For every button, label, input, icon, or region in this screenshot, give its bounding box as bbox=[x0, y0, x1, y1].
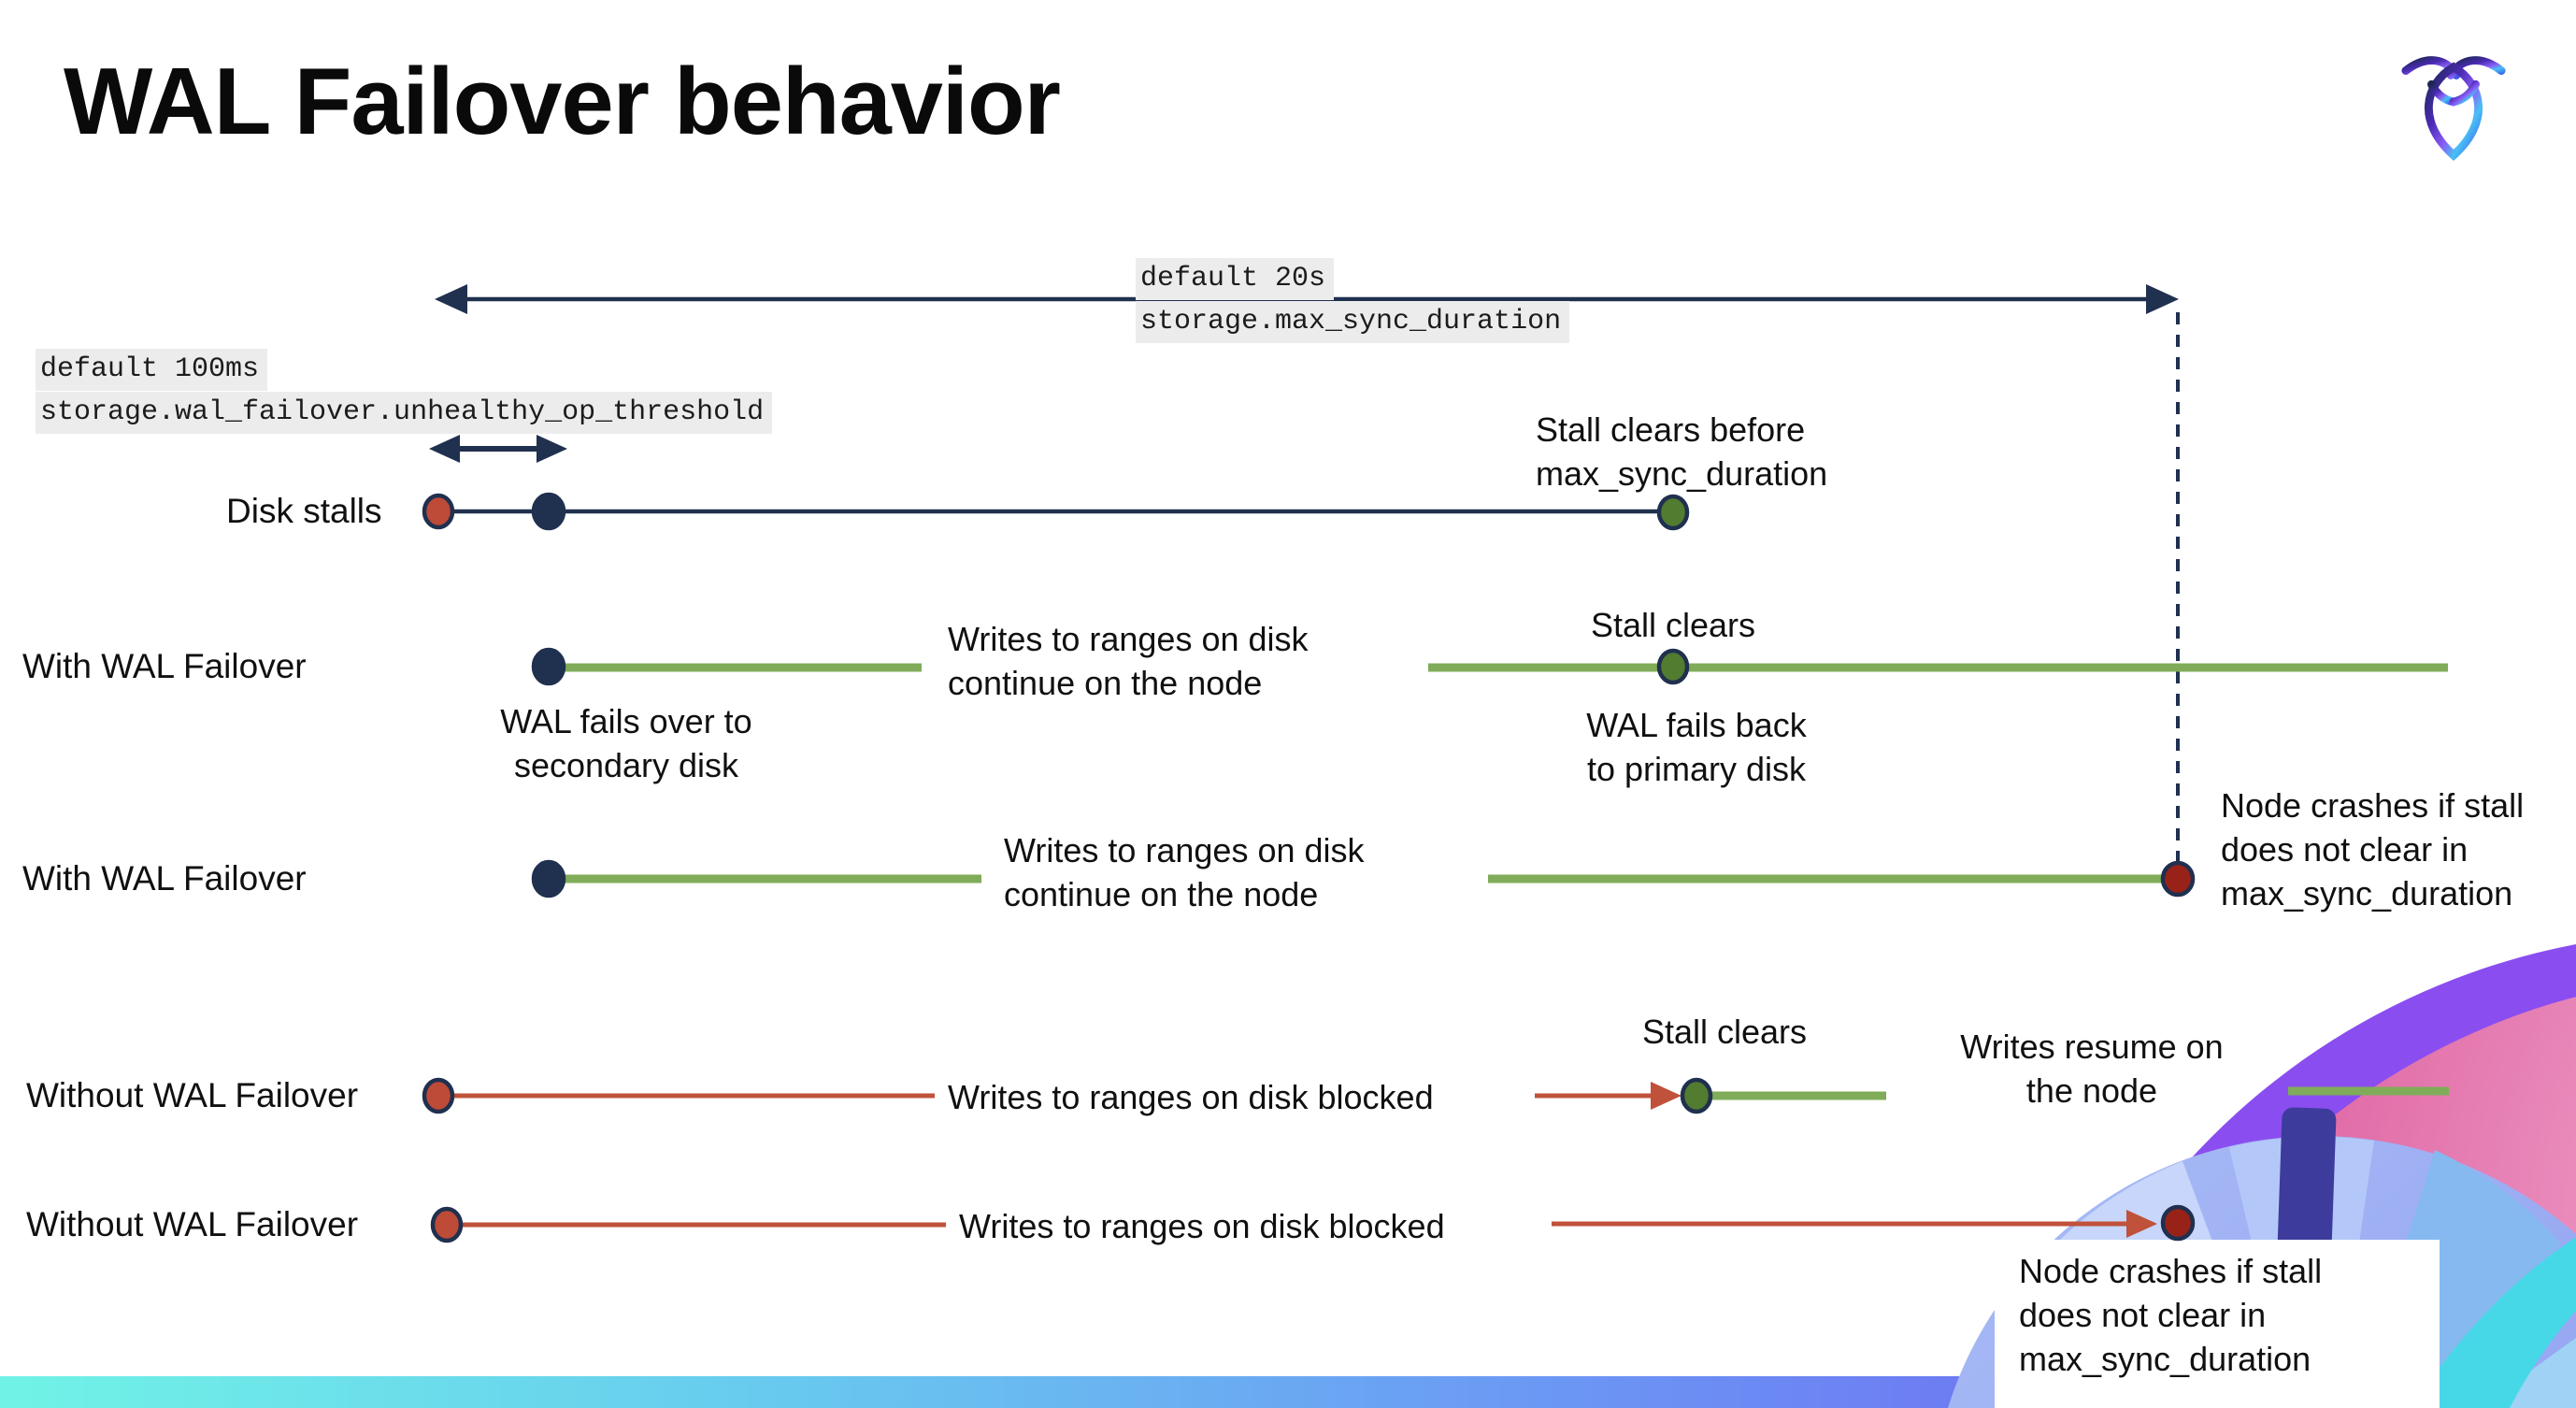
failover-dot-row2 bbox=[531, 647, 566, 686]
config-default-value: default 20s bbox=[1136, 258, 1335, 300]
config-setting-name: storage.max_sync_duration bbox=[1136, 301, 1570, 343]
writes-continue-annotation-2: Writes to ranges on disk continue on the… bbox=[1004, 831, 1365, 913]
decor-cyan-arc bbox=[2411, 1237, 2576, 1408]
writes-resume-annotation: Writes resume on the node bbox=[1960, 1027, 2224, 1110]
stall-clears-dot-row1 bbox=[1656, 494, 1690, 531]
page-title: WAL Failover behavior bbox=[64, 50, 1061, 154]
wal-fails-back-annotation: WAL fails back to primary disk bbox=[1586, 706, 1807, 788]
writes-blocked-annotation-2: Writes to ranges on disk blocked bbox=[959, 1207, 1445, 1245]
stall-clears-annotation-2: Stall clears bbox=[1641, 1013, 1808, 1051]
unhealthy-op-threshold-arrow bbox=[429, 435, 567, 463]
node-crash-dot-row3 bbox=[2160, 860, 2196, 898]
node-crashes-annotation-1: Node crashes if stall does not clear in … bbox=[2221, 786, 2525, 912]
disk-stall-start-dot bbox=[422, 493, 455, 530]
config-default-value: default 100ms bbox=[36, 349, 268, 391]
writes-continue-annotation-1: Writes to ranges on disk continue on the… bbox=[948, 620, 1309, 702]
stall-clears-before-annotation: Stall clears before max_sync_duration bbox=[1536, 410, 1828, 493]
row-label-with-wal-failover-2: With WAL Failover bbox=[22, 859, 307, 898]
row-label-with-wal-failover-1: With WAL Failover bbox=[22, 647, 307, 685]
cockroachdb-logo bbox=[2401, 56, 2506, 162]
row-label-without-wal-failover-2: Without WAL Failover bbox=[26, 1205, 359, 1243]
stall-clears-dot-row2 bbox=[1656, 648, 1690, 685]
no-failover-line-1 bbox=[454, 1082, 2449, 1110]
stall-start-dot-row5 bbox=[430, 1206, 464, 1243]
unhealthy-op-threshold-label: default 100ms storage.wal_failover.unhea… bbox=[36, 349, 773, 435]
writes-blocked-annotation-1: Writes to ranges on disk blocked bbox=[948, 1078, 1434, 1116]
failover-dot-row3 bbox=[531, 859, 566, 898]
stall-start-dot-row4 bbox=[422, 1077, 455, 1114]
row-label-without-wal-failover-1: Without WAL Failover bbox=[26, 1076, 359, 1114]
max-sync-duration-label: default 20s storage.max_sync_duration bbox=[1136, 258, 1570, 344]
wal-fails-over-annotation: WAL fails over to secondary disk bbox=[500, 702, 752, 784]
row-label-disk-stalls: Disk stalls bbox=[226, 492, 382, 530]
node-crash-callout-box bbox=[1995, 1240, 2440, 1408]
node-crashes-annotation-2: Node crashes if stall does not clear in … bbox=[2019, 1252, 2323, 1378]
node-crash-dot-row5 bbox=[2160, 1204, 2196, 1242]
failover-threshold-dot bbox=[531, 492, 566, 531]
no-failover-line-2 bbox=[462, 1210, 2157, 1238]
stall-clears-annotation-1: Stall clears bbox=[1590, 606, 1756, 644]
config-setting-name: storage.wal_failover.unhealthy_op_thresh… bbox=[36, 392, 773, 434]
stall-clears-dot-row4 bbox=[1680, 1077, 1713, 1114]
